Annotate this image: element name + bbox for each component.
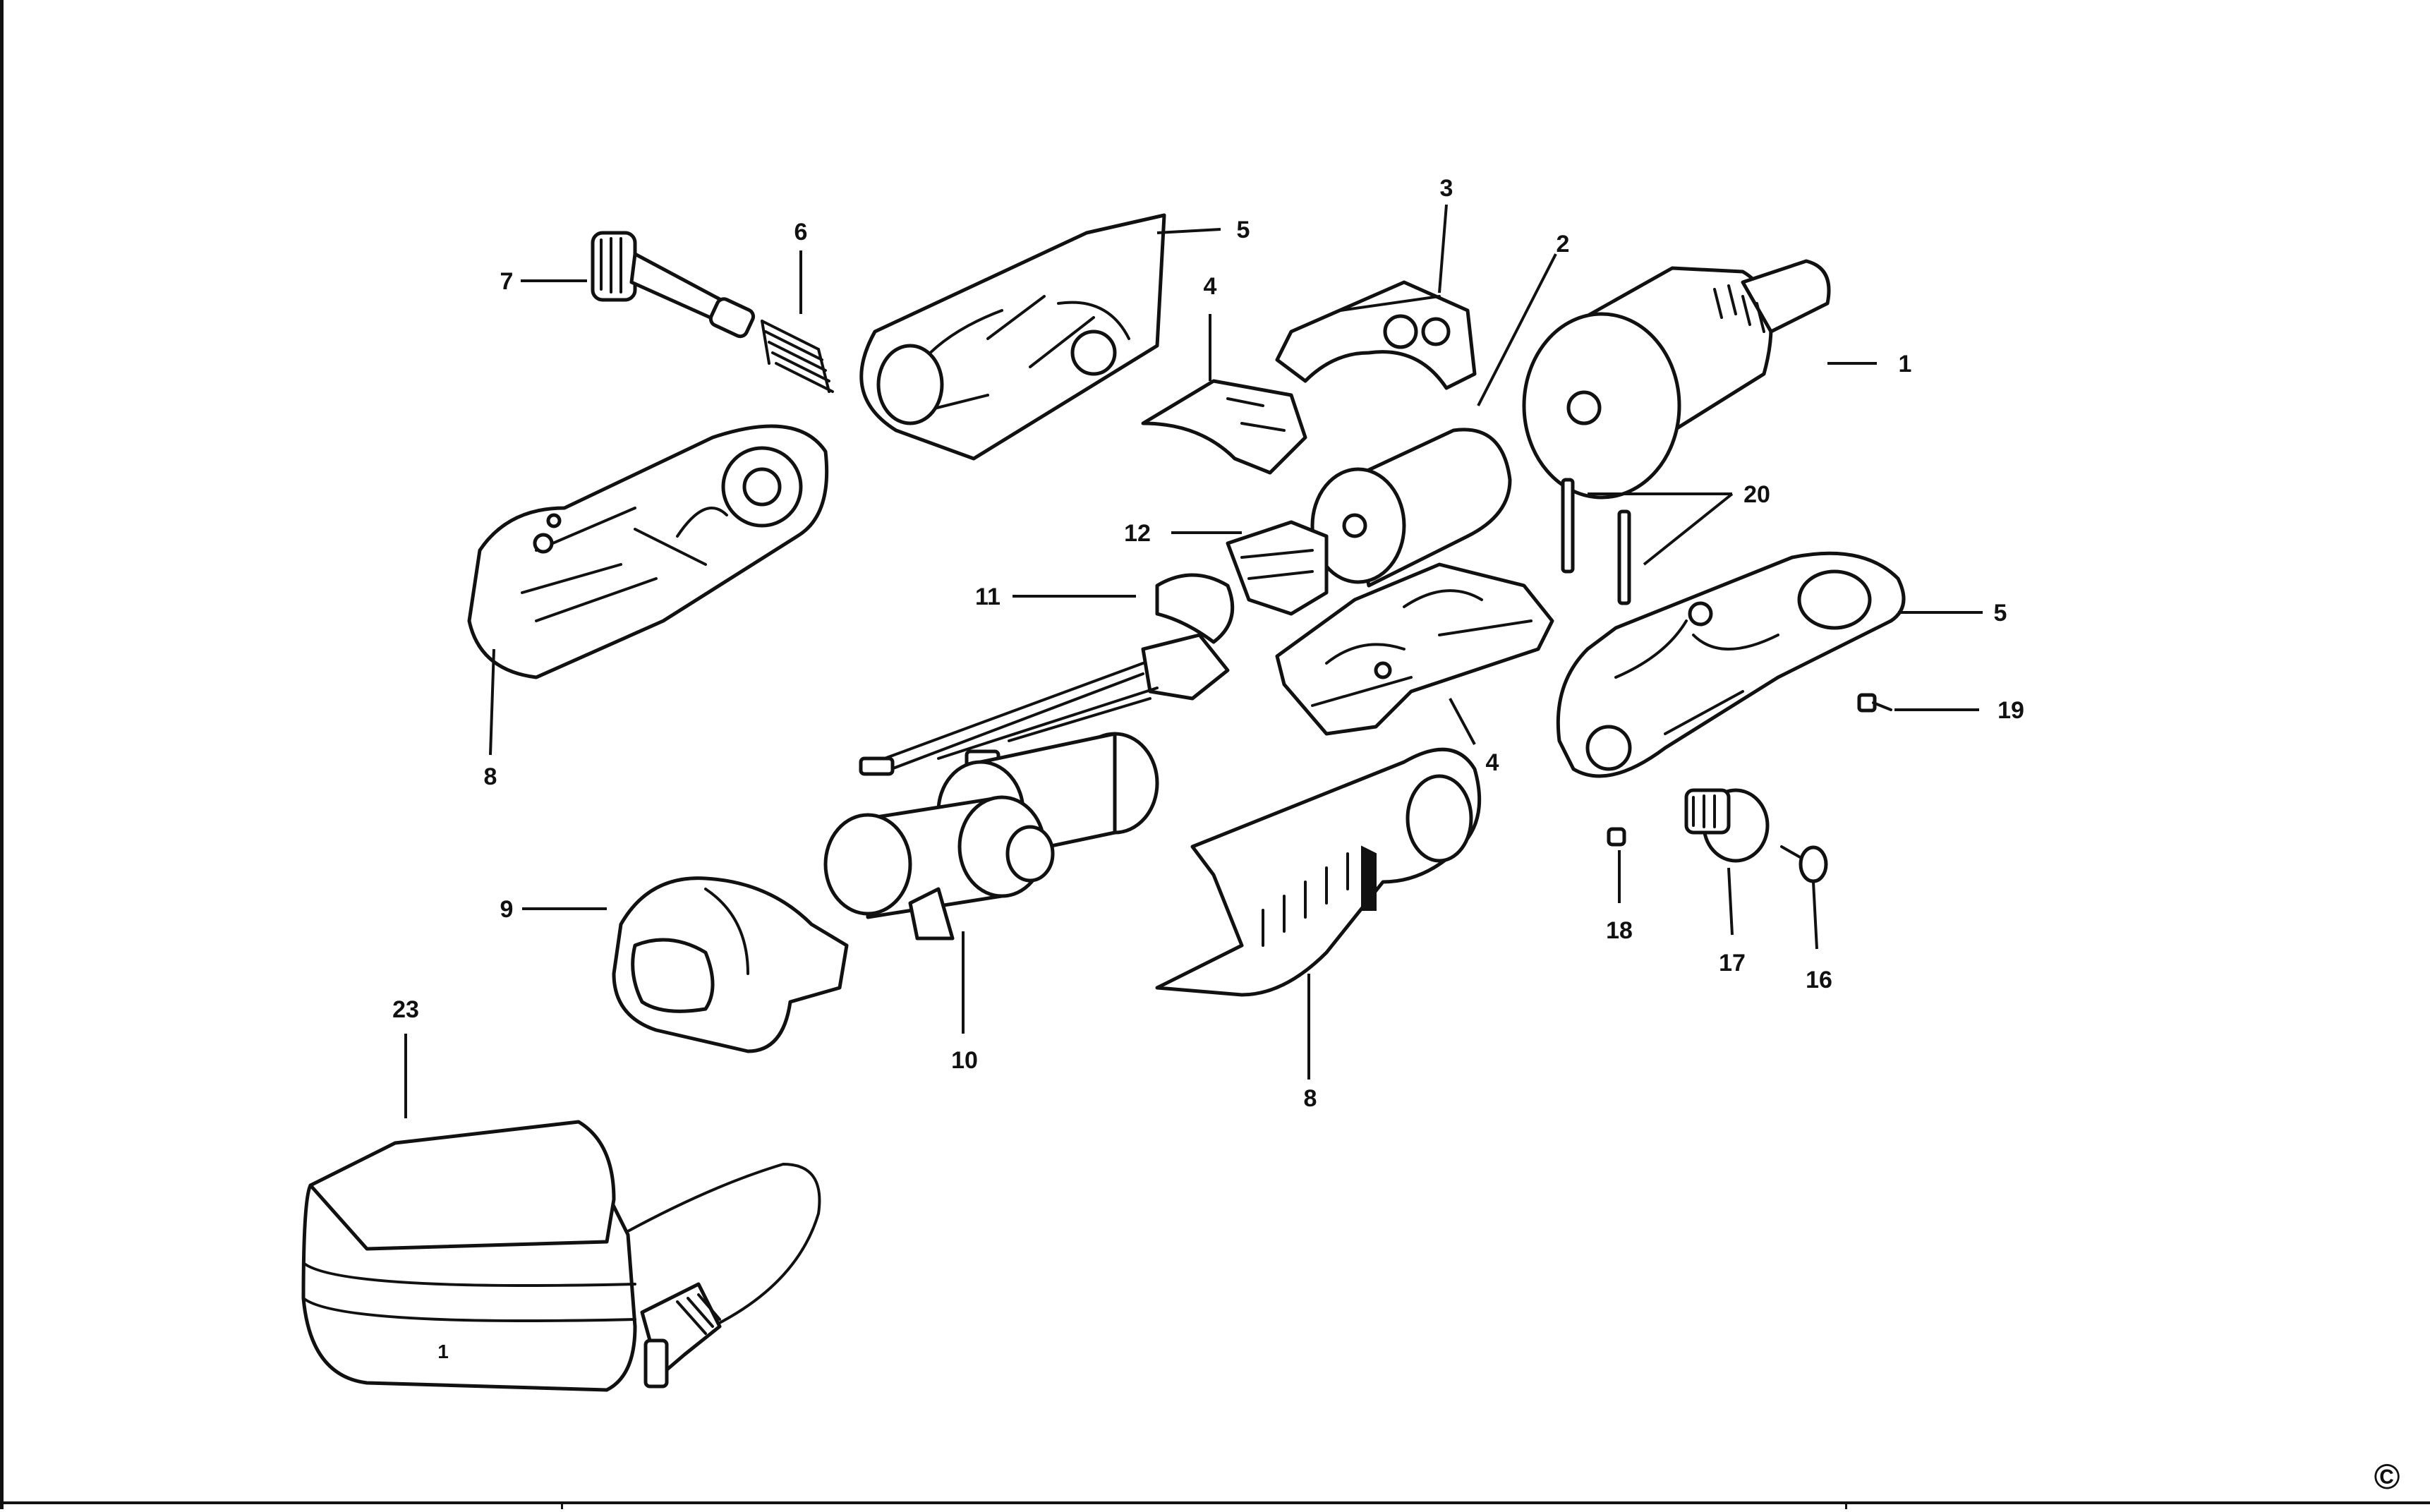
part-11-switch-wiring — [859, 573, 1235, 776]
part-17-gear — [1684, 788, 1770, 863]
callout-18: 18 — [1606, 917, 1633, 944]
callout-10: 10 — [951, 1047, 978, 1074]
callout-4-top: 4 — [1204, 273, 1217, 300]
part-8-handle-cover — [1155, 747, 1482, 997]
part-18-pin — [1607, 827, 1626, 847]
callout-labels: 1 2 3 4 4 5 5 6 7 8 8 9 10 11 12 16 17 1… — [392, 175, 2400, 1496]
part-2-motor — [1310, 428, 1512, 588]
part-5-housing-top — [859, 213, 1166, 461]
charger-mark: 1 — [437, 1341, 449, 1362]
part-7-spindle — [591, 231, 756, 339]
callout-1: 1 — [1899, 351, 1912, 377]
callout-8-left: 8 — [484, 763, 497, 790]
callout-4-middle: 4 — [1486, 749, 1499, 776]
part-4-chassis-bracket — [1275, 562, 1554, 736]
callout-2: 2 — [1556, 231, 1570, 258]
part-5-housing-right — [1556, 551, 1906, 778]
callout-8-bottom: 8 — [1304, 1085, 1317, 1112]
part-6-spring — [761, 320, 834, 393]
part-8-handle-left — [467, 424, 829, 679]
callout-17: 17 — [1719, 950, 1746, 976]
callout-7: 7 — [500, 268, 514, 295]
leader-lines — [404, 204, 1983, 1118]
frame-bottom-tick — [561, 1501, 563, 1509]
callout-11: 11 — [975, 583, 1001, 610]
callout-5-right: 5 — [1994, 600, 2007, 627]
callout-3: 3 — [1440, 175, 1453, 202]
frame-left-border — [0, 0, 4, 1509]
callout-20: 20 — [1743, 481, 1770, 508]
callout-23: 23 — [392, 996, 419, 1023]
part-4-bracket-top — [1141, 379, 1307, 475]
part-9-battery-cover — [612, 876, 849, 1053]
part-20-pins — [1561, 478, 1631, 605]
part-10-battery-pack — [823, 732, 1159, 941]
part-16-bolt — [1780, 845, 1828, 883]
frame-bottom-tick — [1845, 1501, 1847, 1509]
callout-16: 16 — [1806, 967, 1832, 993]
part-12-brush-holder — [1226, 520, 1329, 616]
part-23-charger — [301, 1120, 821, 1392]
callout-6: 6 — [794, 219, 808, 246]
callout-9: 9 — [500, 896, 514, 923]
part-19-screw — [1857, 693, 1892, 713]
copyright-symbol: © — [2374, 1457, 2400, 1496]
callout-5-top: 5 — [1237, 217, 1250, 243]
part-1-gearbox-housing — [1522, 259, 1831, 500]
callout-12: 12 — [1124, 520, 1151, 547]
callout-19: 19 — [1997, 697, 2024, 724]
frame-bottom-border — [0, 1501, 2430, 1512]
part-3-bracket — [1275, 280, 1477, 390]
